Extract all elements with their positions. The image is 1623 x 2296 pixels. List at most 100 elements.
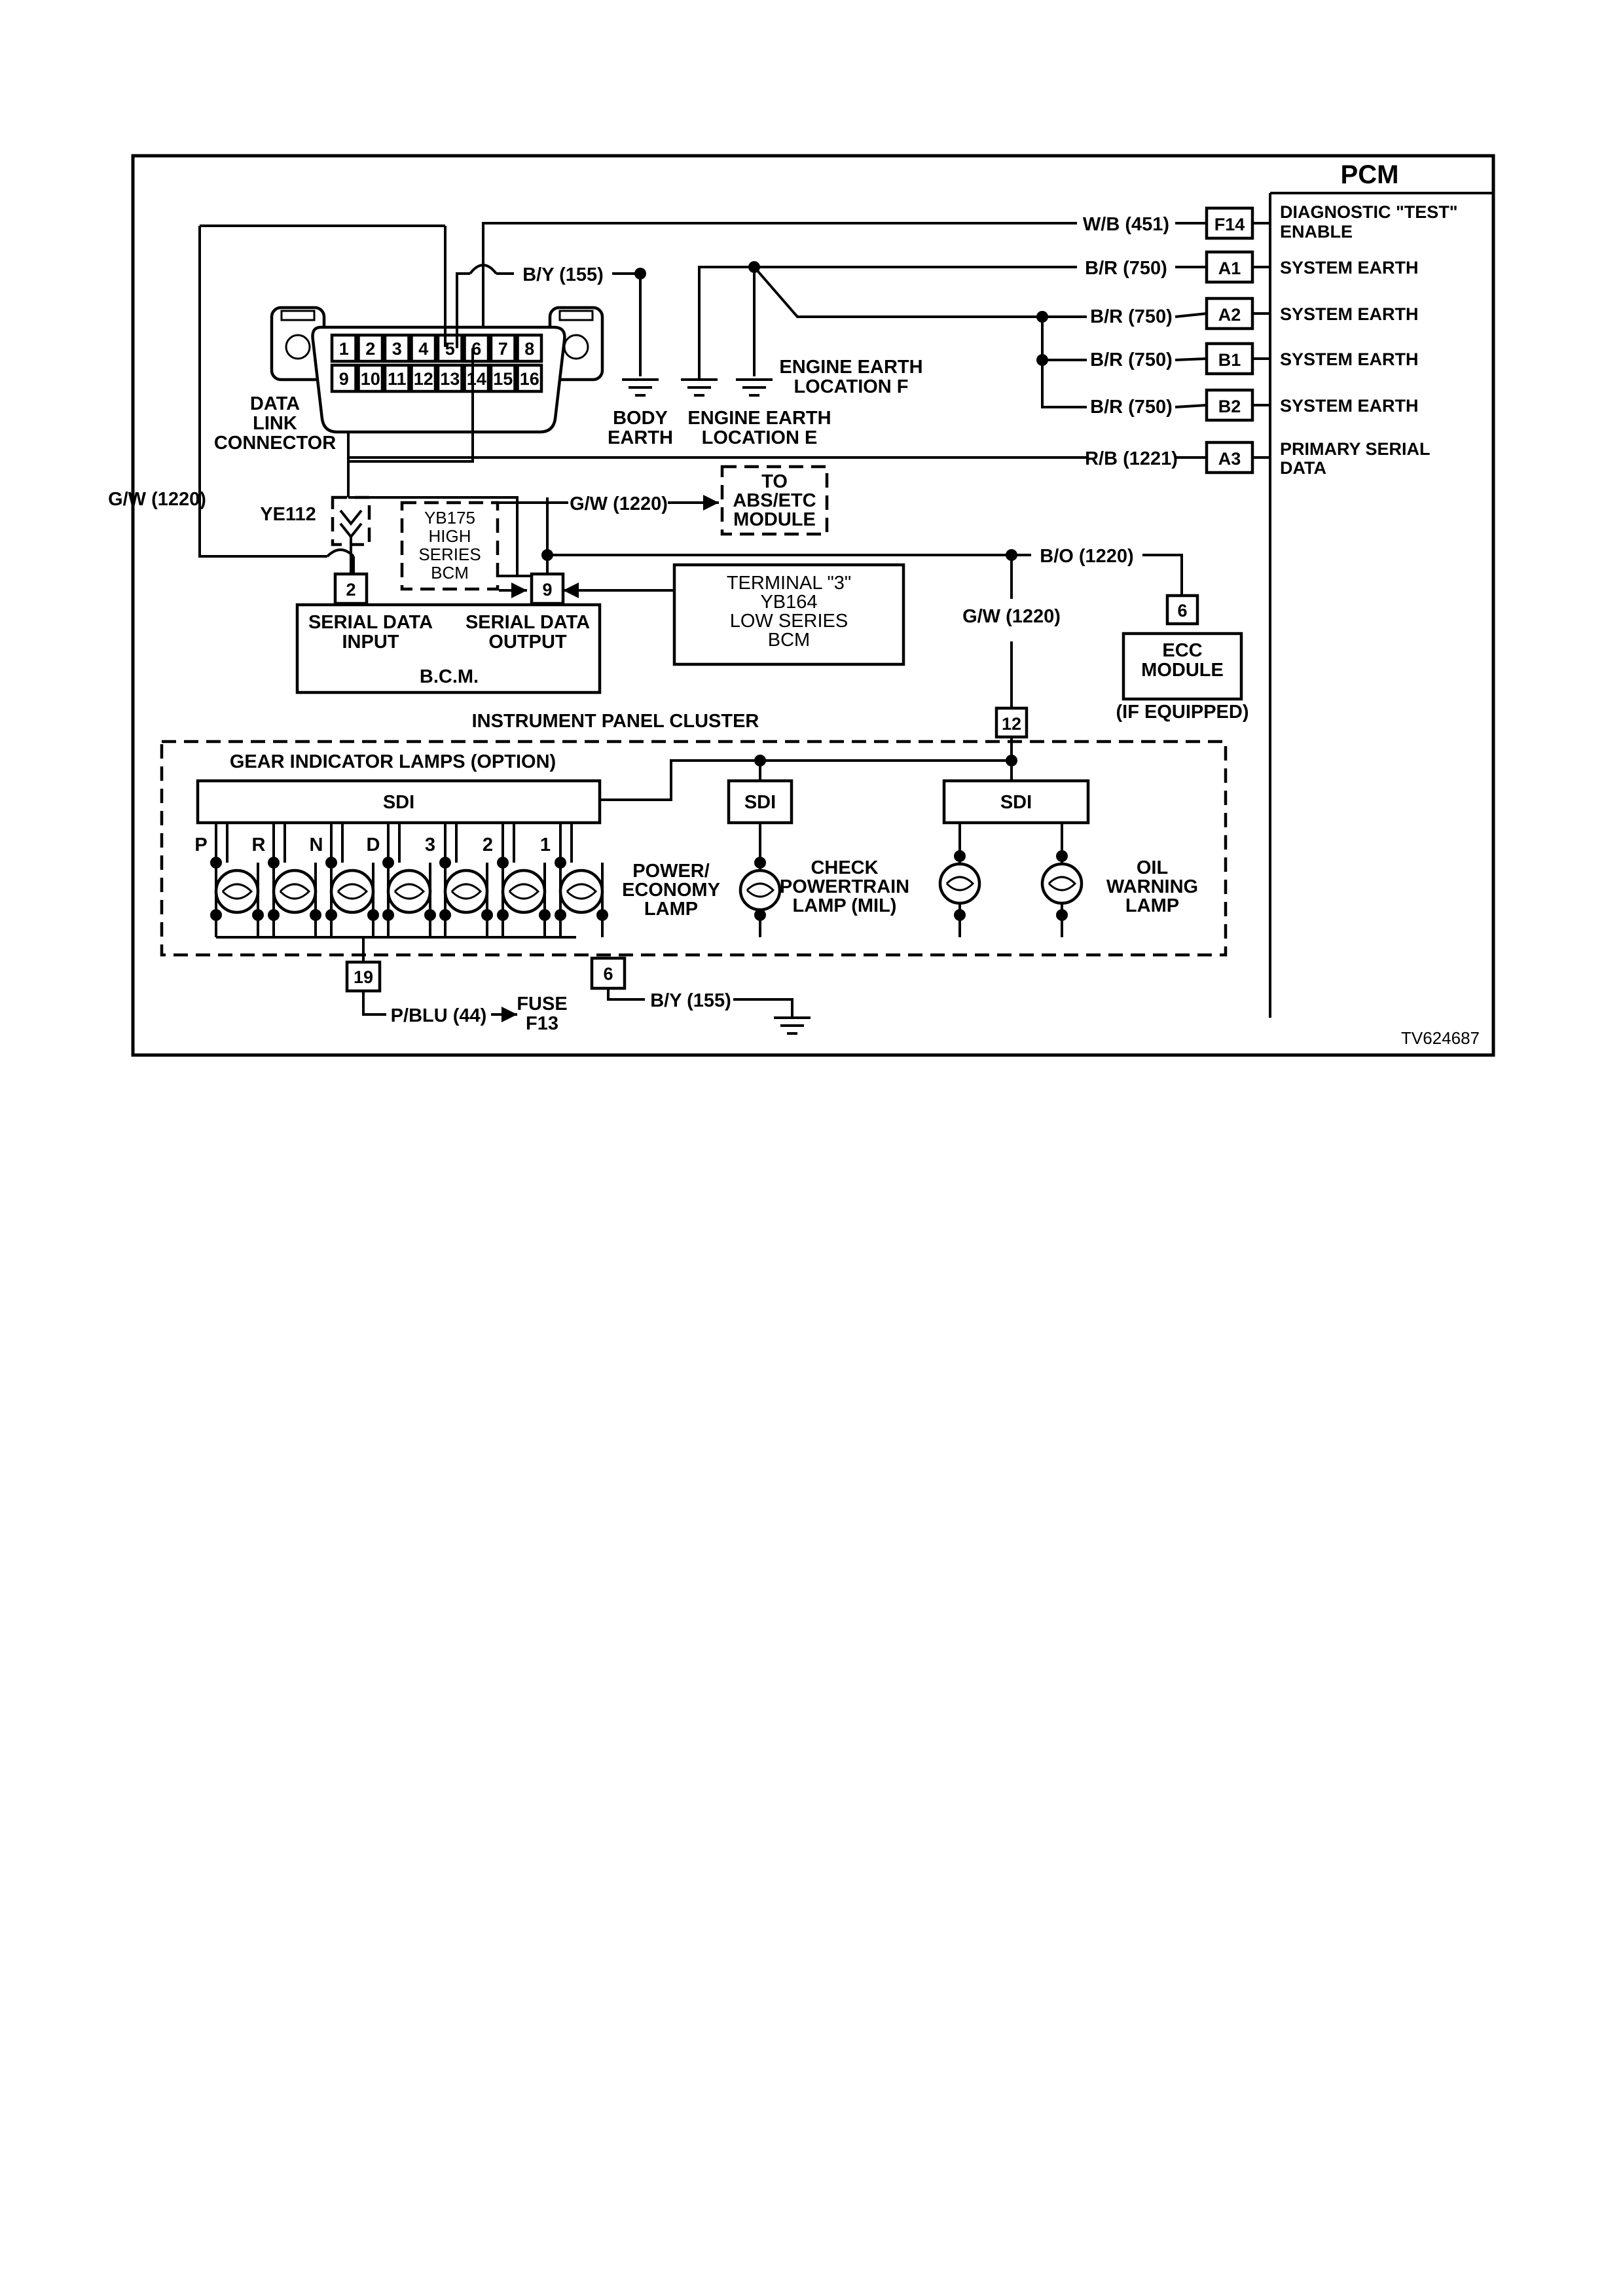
sdi-power-label: SDI <box>744 792 776 813</box>
bcm-pin-2-label: 2 <box>346 580 356 600</box>
bcm-input-line1: SERIAL DATA <box>308 612 433 633</box>
pcm-pin-b2-label: B2 <box>1218 397 1241 416</box>
oil-lamp-line1: OIL <box>1137 857 1168 878</box>
diagram-frame <box>131 154 1495 1057</box>
ecc-name-line1: ECC <box>1162 640 1202 661</box>
ecc-module: 6 ECC MODULE (IF EQUIPPED) <box>1116 594 1249 723</box>
wire-label-by155-bottom: B/Y (155) <box>650 990 731 1011</box>
power-lamp-line3: LAMP <box>644 899 698 920</box>
gear-indicator-title: GEAR INDICATOR LAMPS (OPTION) <box>230 751 556 772</box>
earth-engine-f-line1: ENGINE EARTH <box>779 357 922 378</box>
abs-etc-module-box <box>720 465 829 536</box>
bcm-box <box>295 603 602 694</box>
gear-lamp-label-R: R <box>252 834 266 855</box>
earth-body-symbol <box>622 378 659 397</box>
wire-label-gw1220-right: G/W (1220) <box>962 606 1061 627</box>
dlc-pin-9 <box>330 363 357 393</box>
dlc-pin-15-label: 15 <box>493 369 513 389</box>
pcm: PCM F14 DIAGNOSTIC "TEST" ENABLE A1 SYST… <box>1205 160 1493 1018</box>
gear-lamp-label-D: D <box>367 834 380 855</box>
wire-label-pblu44: P/BLU (44) <box>391 1005 487 1026</box>
dlc-pin-15 <box>489 363 517 393</box>
terminal-box-line2: YB164 <box>760 592 817 613</box>
gear-lamp-label-2: 2 <box>483 834 493 855</box>
dlc-pin-14-label: 14 <box>467 369 486 389</box>
dlc-pin-9-label: 9 <box>339 369 349 389</box>
dlc-pin-16-label: 16 <box>520 369 539 389</box>
gear-lamp-1: 1 <box>540 823 608 937</box>
pcm-pin-a3-label: A3 <box>1218 449 1241 469</box>
dlc-pin-3-label: 3 <box>392 339 402 359</box>
dlc-pin-7 <box>489 333 517 363</box>
wire-label-by155-top: B/Y (155) <box>522 264 604 285</box>
ipc-pin-19 <box>345 960 382 993</box>
check-lamp-line3: LAMP (MIL) <box>793 895 897 916</box>
yb175-line3: SERIES <box>418 545 481 564</box>
dlc-label-line3: CONNECTOR <box>214 433 336 454</box>
bcm-input-line2: INPUT <box>342 632 399 653</box>
serial-data-network: G/W (1220) YE112 G/W (1220) B/O (1220) <box>108 224 1183 708</box>
ecc-box <box>1122 632 1243 701</box>
pcm-func-a3-line2: DATA <box>1280 458 1326 478</box>
ipc-pin-12 <box>994 706 1029 739</box>
dlc-pin-12-label: 12 <box>414 369 433 389</box>
abs-line2: ABS/ETC <box>733 490 816 511</box>
power-economy-lamp <box>739 823 782 937</box>
sdi-gear-label: SDI <box>383 792 414 813</box>
dlc-pin-1-label: 1 <box>339 339 349 359</box>
wire-label-rb1221: R/B (1221) <box>1085 448 1178 469</box>
pcm-func-f14-line1: DIAGNOSTIC "TEST" <box>1280 202 1458 222</box>
gear-lamp-R: R <box>252 823 321 937</box>
pcm-pin-a2-label: A2 <box>1218 305 1241 325</box>
sdi-warning-label: SDI <box>1000 792 1032 813</box>
pcm-pin-b1-label: B1 <box>1218 350 1241 370</box>
ecc-name-line2: MODULE <box>1141 660 1224 681</box>
earth-body-line1: BODY <box>613 408 668 429</box>
dlc-pin-2 <box>357 333 384 363</box>
pcm-func-a2: SYSTEM EARTH <box>1280 304 1419 324</box>
oil-warning-lamp <box>1040 823 1084 937</box>
wire-label-bo1220: B/O (1220) <box>1040 546 1133 567</box>
pcm-func-f14-line2: ENABLE <box>1280 222 1353 242</box>
pcm-func-a3-line1: PRIMARY SERIAL <box>1280 439 1431 459</box>
dlc-pin-11 <box>383 363 410 393</box>
ipc-pin-19-label: 19 <box>354 967 373 987</box>
pcm-wiring: W/B (451) B/R (750) B/R (750) B/R (750) … <box>348 214 1207 469</box>
earth-engine-e-line1: ENGINE EARTH <box>687 408 831 429</box>
bcm-module: 2 9 SERIAL DATA INPUT SERIAL DATA OUTPUT… <box>295 572 602 694</box>
dlc-pin-10 <box>357 363 384 393</box>
fuse-line2: F13 <box>526 1013 558 1034</box>
bcm-name: B.C.M. <box>420 666 479 687</box>
gear-lamp-3: 3 <box>425 823 493 937</box>
earth-symbols <box>622 376 773 397</box>
bcm-output-line2: OUTPUT <box>488 632 567 653</box>
ipc-title: INSTRUMENT PANEL CLUSTER <box>472 711 759 732</box>
sdi-warning-box <box>942 779 1090 825</box>
ipc-pin-6-label: 6 <box>603 964 613 984</box>
dlc-pin-1 <box>330 333 357 363</box>
ecc-pin-6 <box>1165 594 1199 626</box>
yb175-line1: YB175 <box>424 508 475 528</box>
dlc-pin-3 <box>383 333 410 363</box>
yb175-line2: HIGH <box>429 526 471 546</box>
ipc-box <box>160 740 1228 957</box>
gear-lamp-2: 2 <box>483 823 551 937</box>
dlc-pin-5-label: 5 <box>445 339 455 359</box>
dlc-pin-7-label: 7 <box>498 339 508 359</box>
pcm-func-b2: SYSTEM EARTH <box>1280 396 1419 416</box>
bcm-pin-2 <box>333 572 369 605</box>
earth-engine-f-line2: LOCATION F <box>793 376 908 397</box>
ipc-pin-6 <box>590 956 627 990</box>
ecc-note: (IF EQUIPPED) <box>1116 702 1249 723</box>
check-powertrain-lamp <box>938 823 981 937</box>
terminal-box-line3: LOW SERIES <box>730 611 848 632</box>
gear-lamp-N: N <box>310 823 379 937</box>
gear-lamp-P: P <box>194 823 264 937</box>
sdi-gear-box <box>196 779 602 825</box>
dlc-pin-13 <box>436 363 464 393</box>
pcm-pin-a1-label: A1 <box>1218 259 1241 278</box>
ecc-pin-label: 6 <box>1177 601 1187 620</box>
